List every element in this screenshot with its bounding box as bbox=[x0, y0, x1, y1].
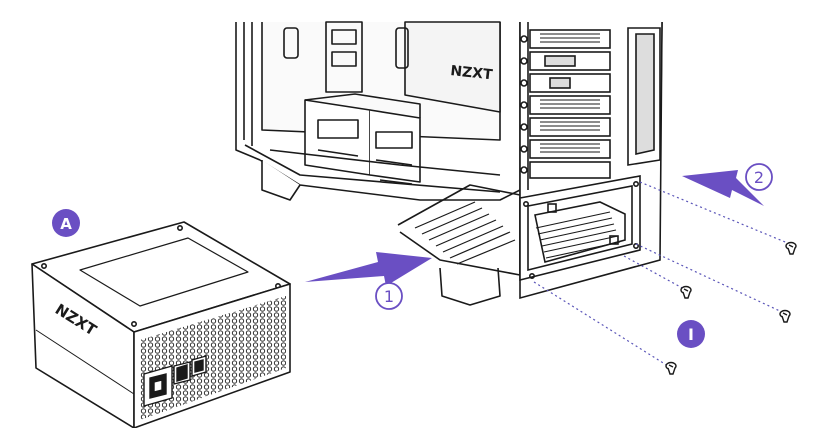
pc-case: NZXT bbox=[235, 21, 663, 306]
screws bbox=[665, 241, 797, 375]
psu-badge-label: A bbox=[60, 215, 72, 233]
step-1-marker: 1 bbox=[375, 282, 403, 310]
step-2-arrow bbox=[682, 170, 764, 206]
psu-badge: A bbox=[52, 209, 80, 237]
psu-bay-opening bbox=[519, 175, 641, 282]
screw-icon bbox=[785, 241, 797, 255]
screw-badge-label: I bbox=[688, 325, 694, 344]
screw-leader-lines bbox=[533, 181, 791, 367]
step-1-number: 1 bbox=[384, 287, 394, 306]
screw-icon bbox=[665, 361, 677, 375]
screw-icon bbox=[680, 285, 692, 299]
screw-icon bbox=[779, 309, 791, 323]
case-brand-logo: NZXT bbox=[450, 63, 494, 83]
expansion-slots bbox=[520, 29, 611, 179]
screw-badge: I bbox=[677, 320, 705, 348]
bottom-vent-grill bbox=[414, 201, 516, 265]
step-2-marker: 2 bbox=[745, 163, 773, 191]
step-2-number: 2 bbox=[754, 168, 764, 187]
psu-connectors bbox=[143, 355, 207, 407]
step-1-arrow bbox=[305, 252, 432, 286]
case-rear-panel bbox=[519, 21, 663, 300]
